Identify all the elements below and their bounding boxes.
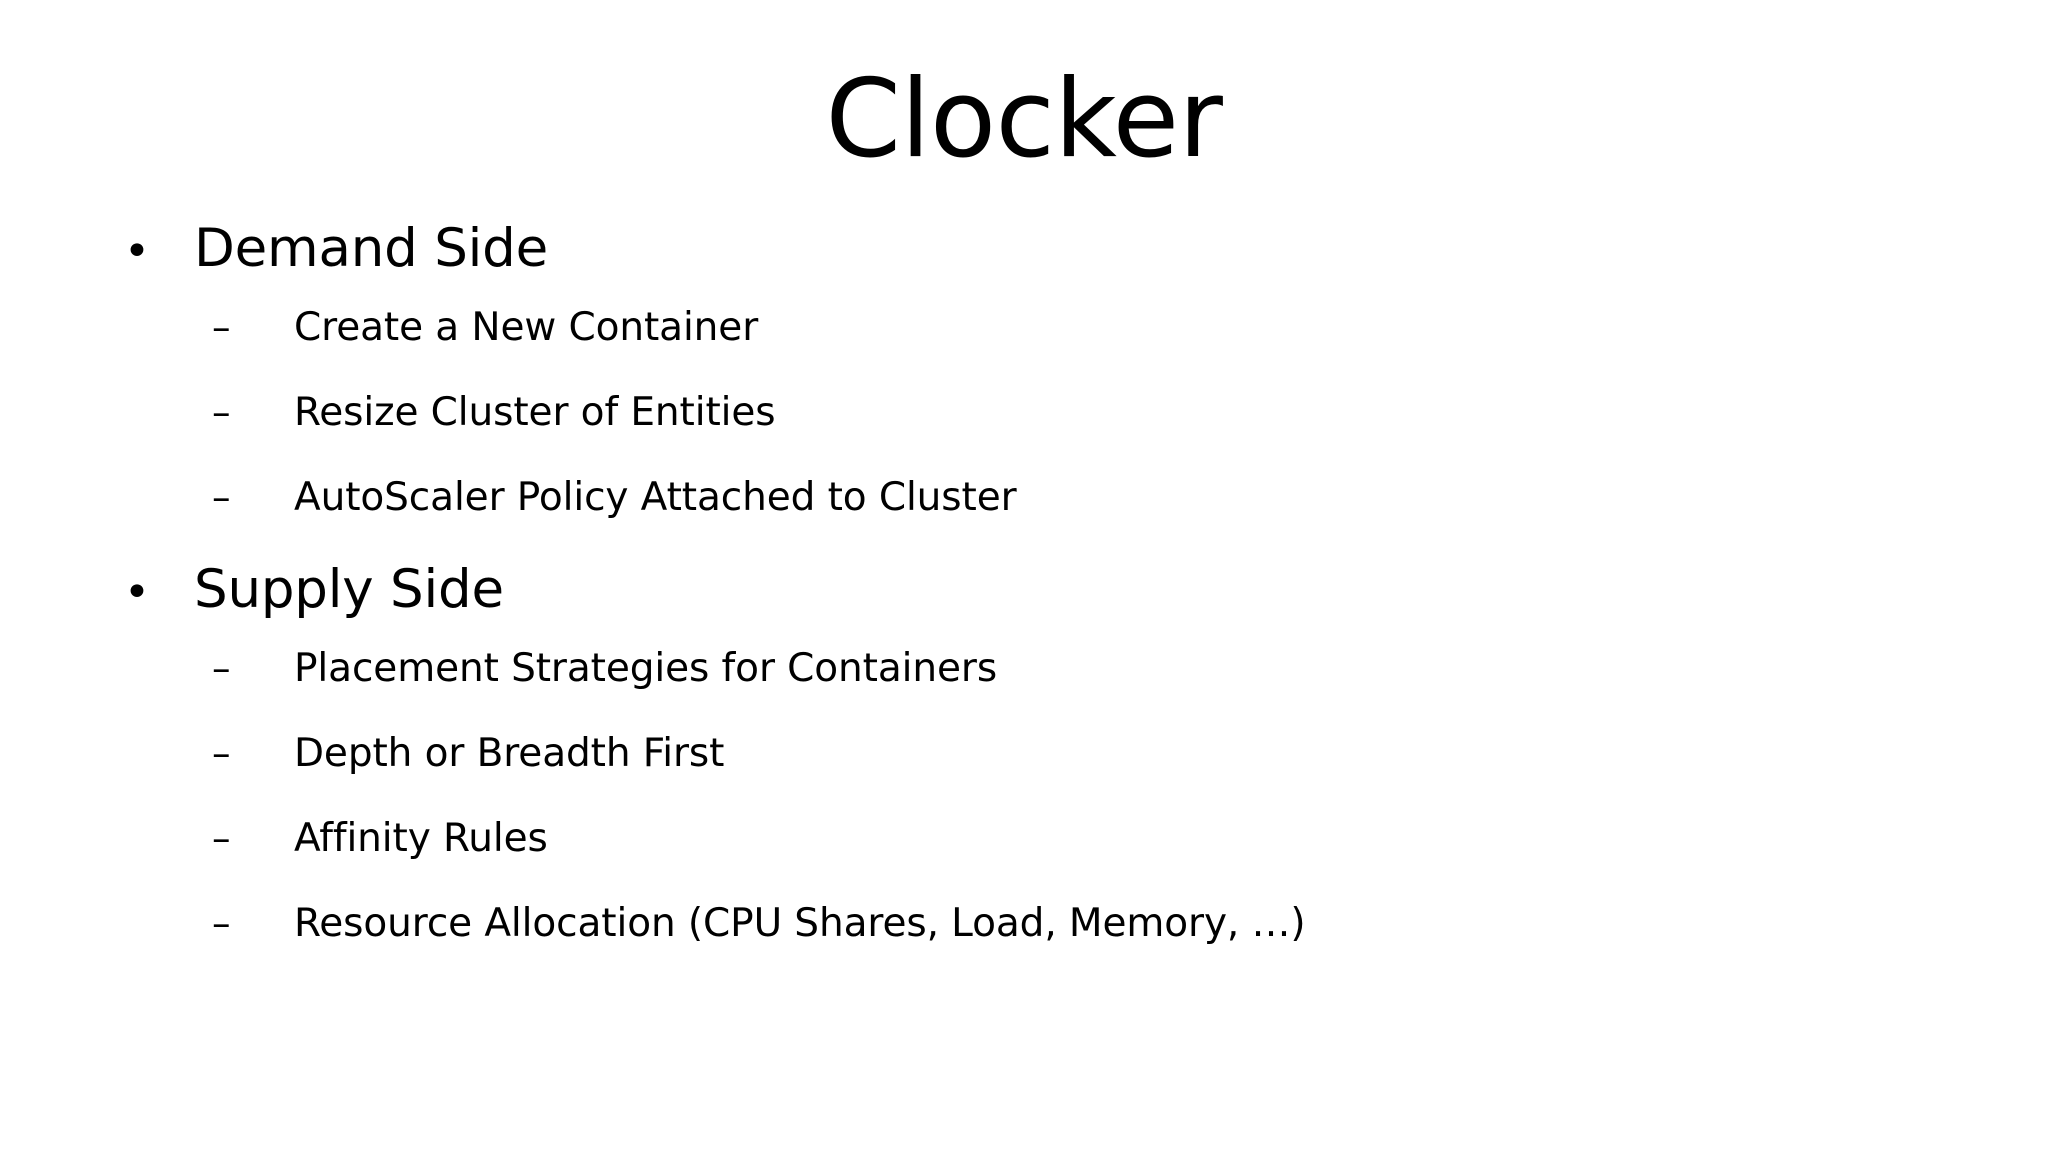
bullet-dash-icon: –: [212, 391, 231, 434]
list-item-label: Demand Side: [194, 218, 549, 279]
list-item-label: Depth or Breadth First: [294, 731, 725, 776]
list-item: – Depth or Breadth First: [0, 734, 2048, 819]
list-item: – Create a New Container: [0, 308, 2048, 393]
list-item-label: Placement Strategies for Containers: [294, 646, 998, 691]
list-item-label: Create a New Container: [294, 305, 759, 350]
list-item: – Resource Allocation (CPU Shares, Load, …: [0, 904, 2048, 989]
list-item: – AutoScaler Policy Attached to Cluster: [0, 478, 2048, 563]
list-item: – Affinity Rules: [0, 819, 2048, 904]
list-item: – Resize Cluster of Entities: [0, 393, 2048, 478]
list-item: •Supply Side: [0, 563, 2048, 649]
list-item-label: Supply Side: [194, 559, 504, 620]
bullet-dot-icon: •: [124, 226, 150, 277]
bullet-dash-icon: –: [212, 647, 231, 690]
bullet-dash-icon: –: [212, 732, 231, 775]
list-item-label: Resource Allocation (CPU Shares, Load, M…: [294, 901, 1306, 946]
bullet-dash-icon: –: [212, 476, 231, 519]
bullet-dash-icon: –: [212, 902, 231, 945]
bullet-dash-icon: –: [212, 817, 231, 860]
list-item-label: AutoScaler Policy Attached to Cluster: [294, 475, 1017, 520]
list-item: – Placement Strategies for Containers: [0, 649, 2048, 734]
bullet-list: •Demand Side–Create a New Container–Resi…: [0, 222, 2048, 989]
page-title: Clocker: [825, 57, 1223, 182]
list-item-label: Resize Cluster of Entities: [294, 390, 776, 435]
list-item-label: Affinity Rules: [294, 816, 548, 861]
list-item: •Demand Side: [0, 222, 2048, 308]
bullet-dash-icon: –: [212, 306, 231, 349]
bullet-dot-icon: •: [124, 567, 150, 618]
